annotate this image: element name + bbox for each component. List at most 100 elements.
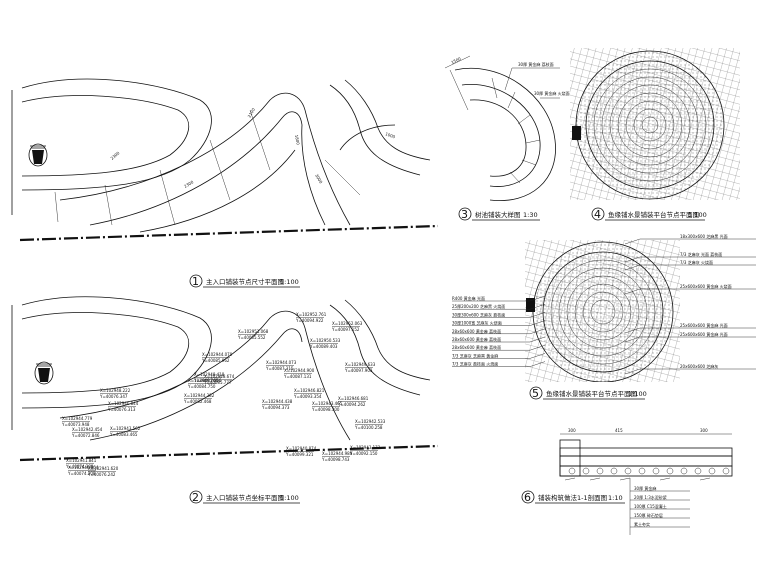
coordinate-y: Y=40097.903	[344, 368, 373, 373]
view-5-right-label: 7/3 芝麻灰 光面 荔枝面	[680, 251, 722, 257]
view-3-label-1: 30厚 黄金麻 荔枝面	[518, 61, 554, 67]
svg-text:2300: 2300	[183, 179, 195, 189]
view-5-left-label: 28x60x600 黄金麻 荔枝面	[452, 344, 501, 350]
coordinate-y: Y=40087.066	[193, 378, 222, 383]
view-6-layer-label: 20厚 1:3水泥砂浆	[634, 494, 667, 500]
view-5-right-label: 25x600x600 黄金麻 火烧面	[680, 283, 732, 289]
view-5-right-label: 20x600x600 芝麻灰	[680, 363, 718, 369]
view-6-title-block: 6 铺装构筑做法1-1剖面图 1:10	[521, 490, 625, 504]
view-6-dim-1: 300	[568, 428, 576, 433]
coordinate-y: Y=40076.313	[107, 407, 136, 412]
view-5-left-label: 7/3 芝麻灰 芝麻黑 黄金麻	[452, 352, 498, 358]
coordinate-y: Y=40087.131	[283, 374, 312, 379]
coordinate-y: Y=40074.389	[65, 464, 94, 469]
view-6-layer-label: 100厚 C15混凝土	[634, 503, 667, 509]
coordinate-y: Y=40073.948	[61, 422, 90, 427]
coordinate-x: X=102948.418	[194, 372, 225, 377]
view-5-left-label: 28x60x600 黄金麻 荔枝面	[452, 336, 501, 342]
svg-text:2100: 2100	[247, 107, 257, 119]
view-4-platform-plan	[570, 48, 740, 200]
tree-symbol-icon	[28, 143, 48, 167]
view-6-layer-label: 150厚 碎石垫层	[634, 512, 663, 518]
coordinate-y: Y=40094.373	[261, 405, 290, 410]
view-5-title-block: 5 鱼缘铺水景铺装平台节点平面图 1:100	[529, 386, 647, 400]
view-2-title: 主入口铺装节点坐标平面图	[206, 493, 284, 502]
view-6-title: 铺装构筑做法1-1剖面图	[538, 493, 607, 502]
coordinate-y: Y=40098.300	[311, 407, 340, 412]
coordinate-x: X=102948.222	[100, 388, 131, 393]
coordinate-x: X=102952.761	[296, 312, 327, 317]
view-6-dim-2: 415	[615, 428, 623, 433]
tree-symbol-icon	[34, 361, 54, 385]
view-1-number: 1	[192, 275, 199, 288]
view-5-right-label: 25x600x600 黄金麻 光面	[680, 331, 728, 337]
coordinate-x: X=102946.681	[338, 396, 369, 401]
view-3-scale: 1:30	[523, 211, 538, 219]
view-5-left-label: 30厚300x600 芝麻灰 荔枝面	[452, 311, 505, 317]
view-2-title-block: 2 主入口铺装节点坐标平面图 1:100	[189, 490, 300, 504]
coordinate-y: Y=40094.262	[337, 402, 366, 407]
gravel-layer	[568, 467, 730, 475]
coordinate-y: Y=40098.743	[321, 457, 350, 462]
coordinate-x: X=102940.864	[68, 465, 99, 470]
coordinate-y: Y=40087.315	[265, 366, 294, 371]
coordinate-y: Y=40085.777	[203, 380, 232, 385]
coordinate-x: X=102943.465	[312, 401, 343, 406]
view-3-title-block: 3 树池铺装大样图 1:30	[458, 207, 540, 221]
view-5-title: 鱼缘铺水景铺装平台节点平面图	[546, 389, 637, 398]
coordinate-x: X=102944.900	[284, 368, 315, 373]
coordinate-x: X=102951.068	[238, 329, 269, 334]
view-3-number: 3	[461, 208, 468, 221]
view-1-dimension-plan: 2300 2300 2100 1800 1000 3000	[11, 78, 439, 242]
coordinate-x: X=102942.533	[355, 419, 386, 424]
coordinate-x: X=102948.674	[204, 374, 235, 379]
view-1-title: 主入口铺装节点尺寸平面图	[206, 277, 284, 286]
coordinate-y: Y=40092.150	[349, 451, 378, 456]
coordinate-y: Y=40093.354	[293, 394, 322, 399]
coordinate-x: X=102944.779	[62, 416, 93, 421]
view-5-left-label: 30厚1000宽 芝麻灰 火烧面	[452, 320, 502, 326]
coordinate-x: X=102946.765	[188, 378, 219, 383]
coordinate-y: Y=40094.922	[295, 318, 324, 323]
view-5-left-label: R400 黄金麻 光面	[452, 295, 485, 301]
view-3-title: 树池铺装大样图	[475, 210, 521, 219]
coordinate-labels: X=102948.222Y=40076.347X=102946.844Y=400…	[61, 312, 386, 477]
coordinate-x: X=102949.633	[345, 362, 376, 367]
view-2-scale: 1:100	[280, 494, 299, 502]
coordinate-y: Y=40100.258	[354, 425, 383, 430]
coordinate-x: X=102950.533	[310, 338, 341, 343]
coordinate-x: X=102944.438	[262, 399, 293, 404]
coordinate-x: X=102943.562	[110, 426, 141, 431]
view-1-title-block: 1 主入口铺装节点尺寸平面图 1:100	[189, 274, 300, 288]
view-4-number: 4	[594, 208, 601, 221]
view-2-number: 2	[192, 491, 199, 504]
view-6-scale: 1:10	[608, 494, 623, 502]
coordinate-x: X=102942.454	[72, 427, 103, 432]
coordinate-x: X=102943.173	[350, 445, 381, 450]
view-5-right-label: 18x300x600 芝麻黑 光面	[680, 233, 728, 239]
coordinate-x: X=102944.073	[266, 360, 297, 365]
view-4-title-block: 4 鱼缘铺水景铺装平台节点平面图 1:100	[591, 207, 707, 221]
coordinate-x: X=102940.874	[286, 446, 317, 451]
site-boundary-line-2	[19, 444, 439, 462]
coordinate-y: Y=40083.465	[109, 432, 138, 437]
coordinate-x: X=102946.821	[294, 388, 325, 393]
view-4-scale: 1:100	[688, 211, 707, 219]
coordinate-y: Y=40072.846	[71, 433, 100, 438]
svg-text:3000: 3000	[314, 173, 324, 185]
coordinate-y: Y=40084.750	[187, 384, 216, 389]
view-5-right-label: 25x600x600 黄金麻 光面	[680, 322, 728, 328]
site-boundary-line	[19, 224, 439, 242]
view-3-tree-pool-detail: 1500 30厚 黄金麻 荔枝面 30厚 黄金麻 火烧面	[444, 55, 570, 202]
coordinate-y: Y=40076.242	[87, 472, 116, 477]
view-3-dimension: 1500	[450, 56, 462, 65]
coordinate-x: X=102944.079	[202, 352, 233, 357]
coordinate-y: Y=40099.321	[285, 452, 314, 457]
coordinate-y: Y=40089.403	[309, 344, 338, 349]
view-5-left-label: 28x60x600 黄金麻 荔枝面	[452, 328, 501, 334]
view-5-scale: 1:100	[628, 390, 647, 398]
svg-text:1800: 1800	[294, 134, 301, 145]
